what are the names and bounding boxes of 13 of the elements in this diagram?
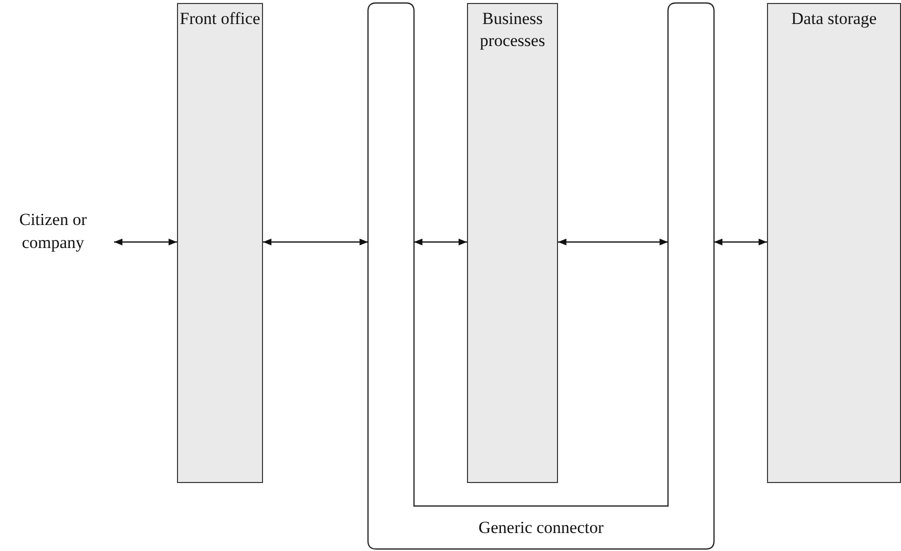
layer-title: Business processes xyxy=(478,8,546,52)
layer-title: Front office xyxy=(180,8,260,30)
layer-box xyxy=(767,3,901,483)
double-arrow xyxy=(714,238,767,246)
double-arrow xyxy=(558,238,668,246)
node-label: Citizen or company xyxy=(0,208,106,258)
connector-label: Generic connector xyxy=(477,517,605,539)
double-arrow xyxy=(414,238,467,246)
layer-box xyxy=(177,3,263,483)
layer-title: Data storage xyxy=(791,8,877,30)
double-arrow xyxy=(263,238,368,246)
layer-box xyxy=(467,3,558,483)
double-arrow xyxy=(114,238,177,246)
